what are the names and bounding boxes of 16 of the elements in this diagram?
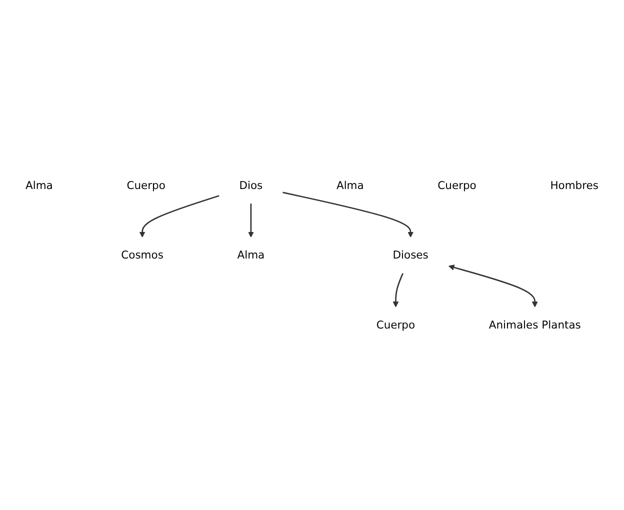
node-text: Cosmos xyxy=(121,248,164,262)
node-text: Cuerpo xyxy=(126,178,166,192)
node-text: Animales Plantas xyxy=(488,318,581,331)
node-text: Alma xyxy=(336,178,364,192)
arrow xyxy=(448,264,538,307)
node-text: Alma xyxy=(237,248,265,262)
node-text: Alma xyxy=(26,178,53,192)
node-text: Hombres xyxy=(550,178,598,192)
node-text: Cuerpo xyxy=(438,178,476,192)
arrow xyxy=(282,192,414,238)
arrow xyxy=(139,194,220,238)
arrow xyxy=(392,272,404,307)
node-text: Cuerpo xyxy=(376,318,416,331)
node-text: Dios xyxy=(239,178,263,192)
node-text: Dioses xyxy=(392,248,428,262)
arrow xyxy=(248,203,254,238)
